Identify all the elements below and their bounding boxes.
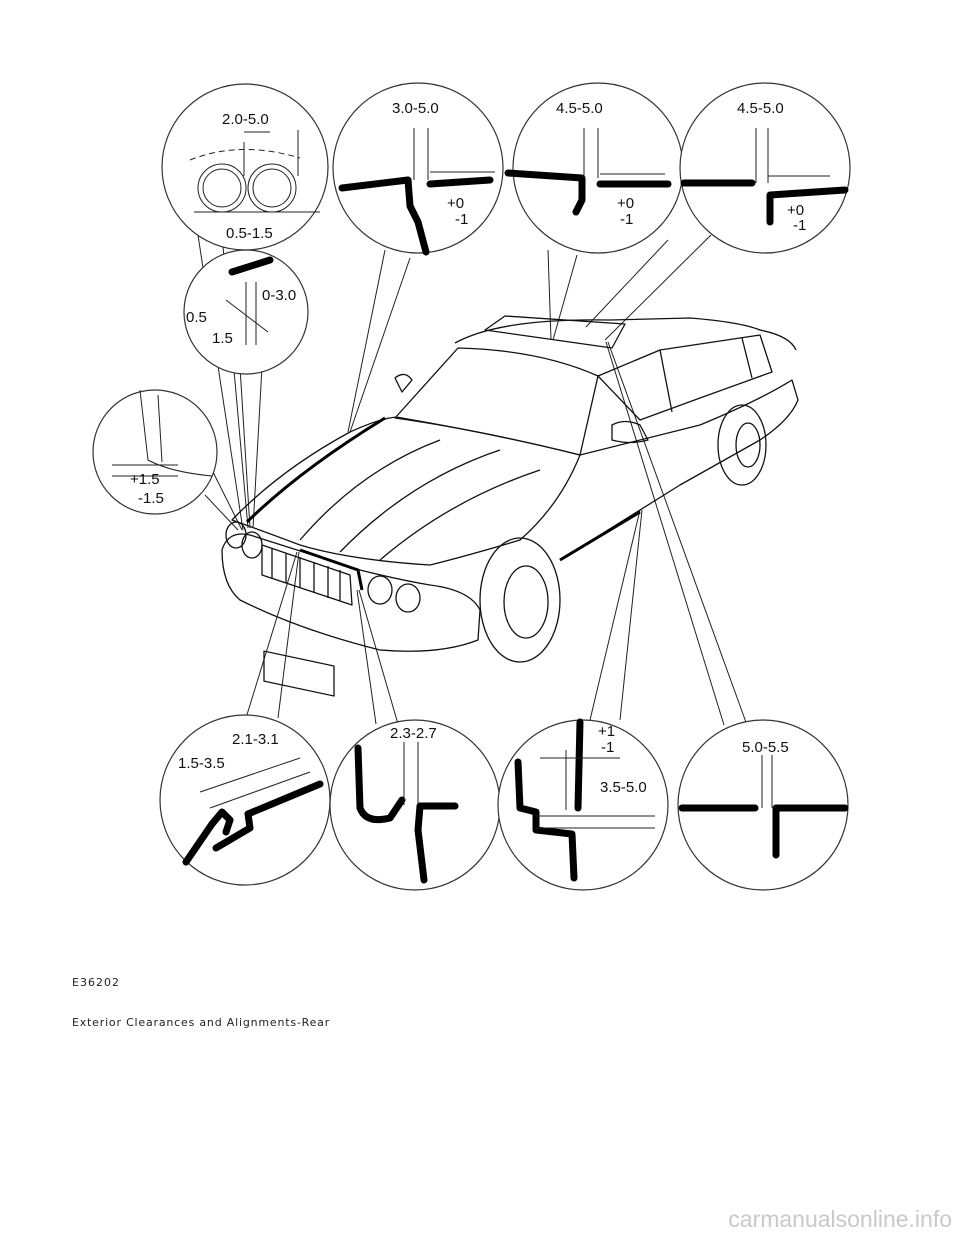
callout-bonnet-front: 0-3.0 0.5 1.5 — [183, 249, 309, 375]
headlamp-lower-label: 0.5-1.5 — [226, 225, 273, 242]
callout-roof-rear: 4.5-5.0 +0 -1 — [679, 82, 851, 254]
grille-gap-label: 2.3-2.7 — [390, 725, 437, 742]
callout-door-sill: +1 -1 3.5-5.0 — [497, 718, 669, 891]
roof-rear-plus-label: +0 — [787, 202, 804, 219]
callout-bonnet-side: 3.0-5.0 +0 -1 — [332, 82, 504, 256]
bonnet-side-plus-label: +0 — [447, 195, 464, 212]
figure-caption: Exterior Clearances and Alignments-Rear — [72, 1016, 331, 1029]
wing-minus-label: -1.5 — [138, 490, 164, 507]
bonnet-side-minus-label: -1 — [455, 211, 468, 228]
roof-rear-minus-label: -1 — [793, 217, 806, 234]
bumper-gap-label: 2.1-3.1 — [232, 731, 279, 748]
callout-bumper: 2.1-3.1 1.5-3.5 — [159, 714, 331, 886]
sill-gap-label: 3.5-5.0 — [600, 779, 647, 796]
leader-lines — [195, 221, 748, 726]
callout-wing-fender: +1.5 -1.5 — [92, 389, 218, 515]
bonnet-front-bottom-label: 1.5 — [212, 330, 233, 347]
roof-front-plus-label: +0 — [617, 195, 634, 212]
roof-front-minus-label: -1 — [620, 211, 633, 228]
roof-front-gap-label: 4.5-5.0 — [556, 100, 603, 117]
callout-door-rear: 5.0-5.5 — [677, 719, 849, 891]
sill-minus-label: -1 — [601, 739, 614, 756]
watermark: carmanualsonline.info — [728, 1206, 952, 1232]
callout-roof-front: 4.5-5.0 +0 -1 — [504, 82, 684, 254]
bonnet-front-gap-label: 0-3.0 — [262, 287, 296, 304]
car-outline — [221, 315, 799, 697]
wing-plus-label: +1.5 — [130, 471, 160, 488]
figure-id: E36202 — [72, 976, 120, 989]
bumper-left-label: 1.5-3.5 — [178, 755, 225, 772]
bonnet-side-gap-label: 3.0-5.0 — [392, 100, 439, 117]
roof-rear-gap-label: 4.5-5.0 — [737, 100, 784, 117]
bonnet-front-left-label: 0.5 — [186, 309, 207, 326]
sill-plus-label: +1 — [598, 723, 615, 740]
headlamp-gap-label: 2.0-5.0 — [222, 111, 269, 128]
door-rear-gap-label: 5.0-5.5 — [742, 739, 789, 756]
callout-grille: 2.3-2.7 — [329, 719, 501, 891]
clearance-diagram: 2.0-5.0 0.5-1.5 0-3.0 0.5 1.5 +1.5 -1.5 … — [92, 82, 851, 891]
callout-headlamp: 2.0-5.0 0.5-1.5 — [161, 83, 329, 251]
